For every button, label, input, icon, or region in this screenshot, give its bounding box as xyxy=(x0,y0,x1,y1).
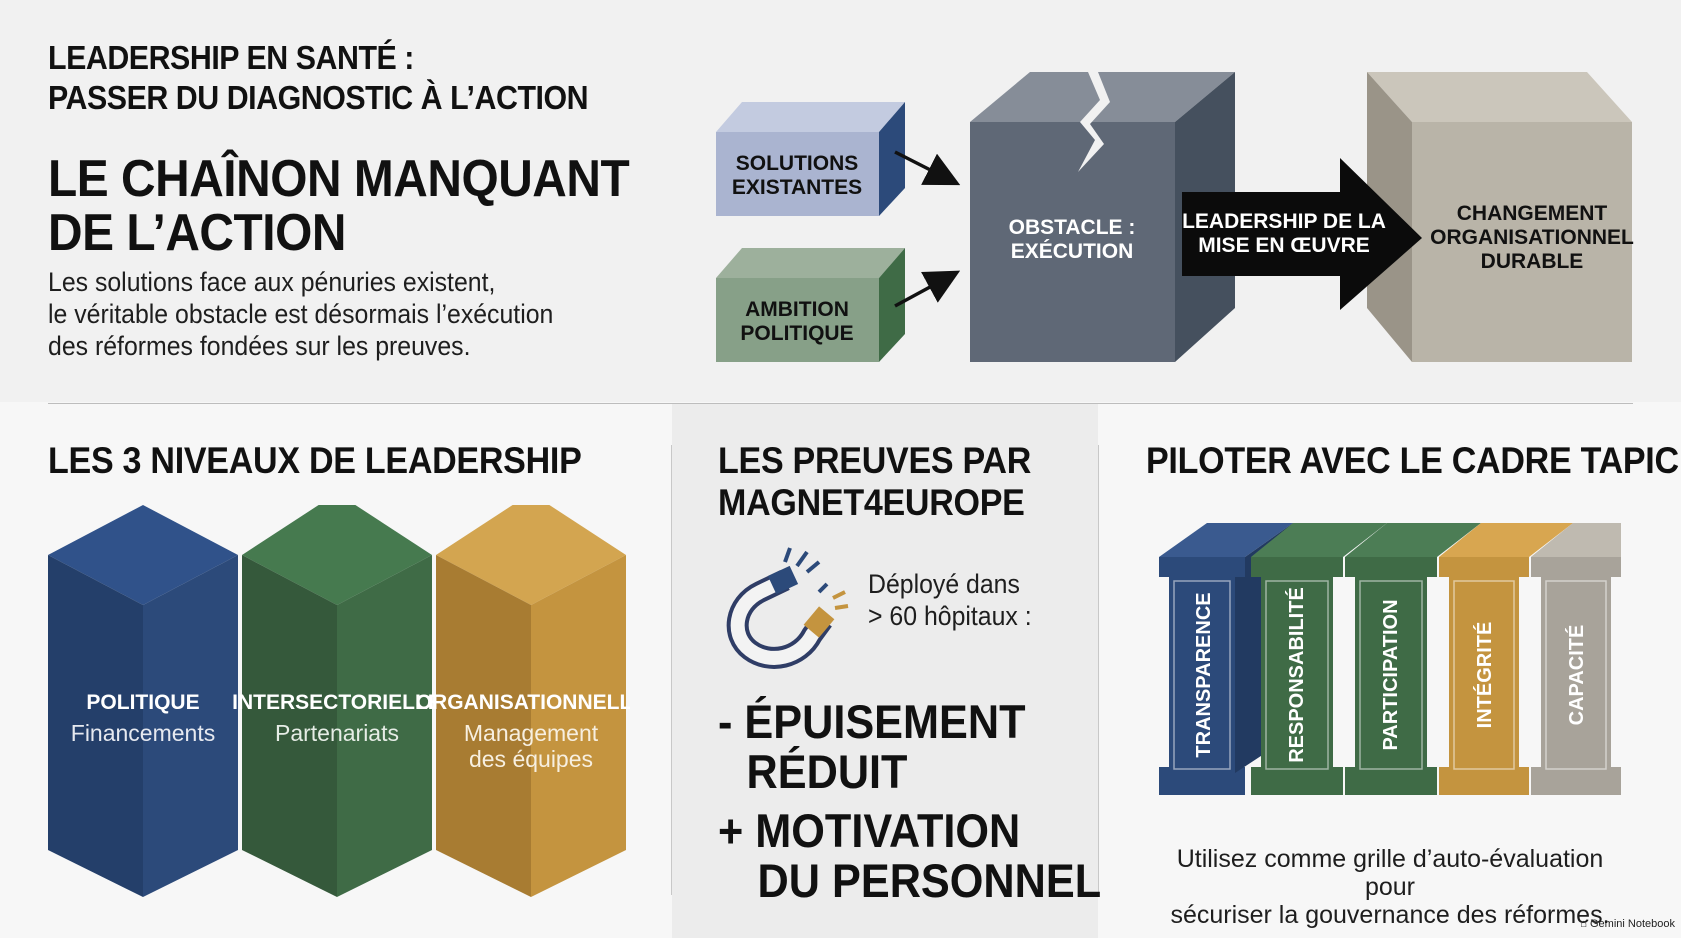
column-divider-left xyxy=(671,445,672,895)
pillar-label-capacite: CAPACITÉ xyxy=(1565,625,1588,726)
main-title-line-1: LE CHAÎNON MANQUANT xyxy=(48,150,630,208)
obstacle-block: OBSTACLE : EXÉCUTION xyxy=(970,72,1235,362)
stat-motivation-line-2: DU PERSONNEL xyxy=(757,854,1102,907)
brand-watermark: ⌂ Gemini Notebook xyxy=(1580,918,1675,930)
deployed-line-1: Déployé dans xyxy=(868,569,1020,599)
stat-burnout: - ÉPUISEMENT RÉDUIT xyxy=(718,697,1026,797)
column-divider-right xyxy=(1098,445,1099,895)
level-organisationnelle: ORGANISATIONNELLE Management des équipes xyxy=(416,505,630,897)
section-divider xyxy=(48,403,1633,404)
desc-line-3: des réformes fondées sur les preuves. xyxy=(48,331,471,361)
solutions-block: SOLUTIONS EXISTANTES xyxy=(716,102,905,216)
stat-motivation-line-1: + MOTIVATION xyxy=(718,804,1021,857)
leadership-arrow: LEADERSHIP DE LA MISE EN ŒUVRE xyxy=(1182,158,1422,310)
flow-diagram: SOLUTIONS EXISTANTES AMBITION POLITIQUE … xyxy=(716,72,1634,362)
level-name-organisationnelle: ORGANISATIONNELLE xyxy=(416,691,630,714)
tapic-pillars: TRANSPARENCE RESPONSABILITÉ PARTICIPATIO… xyxy=(1159,523,1621,795)
result-label-2: ORGANISATIONNEL xyxy=(1430,226,1634,249)
ambition-label-1: AMBITION xyxy=(745,298,849,321)
level-name-politique: POLITIQUE xyxy=(86,691,199,714)
stat-burnout-line-1: - ÉPUISEMENT xyxy=(718,695,1026,748)
stat-motivation: + MOTIVATION DU PERSONNEL xyxy=(718,806,1101,906)
arrow-label-1: LEADERSHIP DE LA xyxy=(1182,210,1386,233)
levels-diagram: POLITIQUE Financements INTERSECTORIELLE … xyxy=(48,505,630,897)
arrow-solutions xyxy=(894,150,961,186)
pillar-label-participation: PARTICIPATION xyxy=(1380,599,1402,750)
level-desc-organisationnelle-1: Management xyxy=(464,720,599,746)
levels-title: LES 3 NIVEAUX DE LEADERSHIP xyxy=(48,440,582,481)
main-title-line-2: DE L’ACTION xyxy=(48,204,346,262)
pillar-label-transparence: TRANSPARENCE xyxy=(1193,592,1215,757)
crack-icon xyxy=(1078,72,1110,172)
level-desc-politique: Financements xyxy=(71,720,215,746)
level-desc-intersectorielle: Partenariats xyxy=(275,720,399,746)
pillar-responsabilite: RESPONSABILITÉ xyxy=(1251,523,1387,795)
pillar-capacite: CAPACITÉ xyxy=(1531,523,1621,795)
solutions-label-1: SOLUTIONS xyxy=(736,152,859,175)
deployed-text: Déployé dans > 60 hôpitaux : xyxy=(868,568,1032,632)
evidence-panel xyxy=(672,404,1098,938)
desc-line-1: Les solutions face aux pénuries existent… xyxy=(48,267,496,297)
level-politique: POLITIQUE Financements xyxy=(48,505,238,897)
tapic-title: PILOTER AVEC LE CADRE TAPIC xyxy=(1146,440,1679,481)
ambition-label-2: POLITIQUE xyxy=(740,322,853,345)
solutions-label-2: EXISTANTES xyxy=(732,176,862,199)
deployed-line-2: > 60 hôpitaux : xyxy=(868,601,1032,631)
notebook-icon: ⌂ xyxy=(1580,918,1587,930)
header-line-1: LEADERSHIP EN SANTÉ : xyxy=(48,39,414,76)
evidence-title-line-1: LES PREUVES PAR xyxy=(718,440,1032,481)
result-label-3: DURABLE xyxy=(1481,250,1584,273)
pillar-label-integrite: INTÉGRITÉ xyxy=(1473,622,1496,729)
arrow-label-2: MISE EN ŒUVRE xyxy=(1198,234,1370,257)
ambition-block: AMBITION POLITIQUE xyxy=(716,248,905,362)
obstacle-label-2: EXÉCUTION xyxy=(1011,240,1134,263)
pillar-integrite: INTÉGRITÉ xyxy=(1439,523,1573,795)
arrow-ambition xyxy=(894,270,961,308)
magnet-icon xyxy=(726,547,849,669)
evidence-title-line-2: MAGNET4EUROPE xyxy=(718,482,1025,523)
tapic-note-line-1: Utilisez comme grille d’auto-évaluation … xyxy=(1176,845,1604,901)
level-name-intersectorielle: INTERSECTORIELLE xyxy=(232,691,442,714)
main-description: Les solutions face aux pénuries existent… xyxy=(48,266,637,362)
stat-burnout-line-2: RÉDUIT xyxy=(746,745,908,798)
brand-label: Gemini Notebook xyxy=(1590,918,1675,930)
page-header: LEADERSHIP EN SANTÉ : PASSER DU DIAGNOST… xyxy=(48,38,589,118)
desc-line-2: le véritable obstacle est désormais l’ex… xyxy=(48,299,554,329)
result-block: CHANGEMENT ORGANISATIONNEL DURABLE xyxy=(1367,72,1634,362)
pillar-participation: PARTICIPATION xyxy=(1345,523,1481,795)
tapic-note-line-2: sécuriser la gouvernance des réformes. xyxy=(1170,901,1610,929)
level-intersectorielle: INTERSECTORIELLE Partenariats xyxy=(232,505,442,897)
header-line-2: PASSER DU DIAGNOSTIC À L’ACTION xyxy=(48,79,589,116)
result-label-1: CHANGEMENT xyxy=(1457,202,1608,225)
obstacle-label-1: OBSTACLE : xyxy=(1009,216,1136,239)
main-title: LE CHAÎNON MANQUANT DE L’ACTION xyxy=(48,150,630,262)
tapic-note: Utilisez comme grille d’auto-évaluation … xyxy=(1150,845,1630,929)
pillar-label-responsabilite: RESPONSABILITÉ xyxy=(1285,587,1308,763)
evidence-title: LES PREUVES PAR MAGNET4EUROPE xyxy=(718,440,1031,524)
level-desc-organisationnelle-2: des équipes xyxy=(469,746,593,772)
